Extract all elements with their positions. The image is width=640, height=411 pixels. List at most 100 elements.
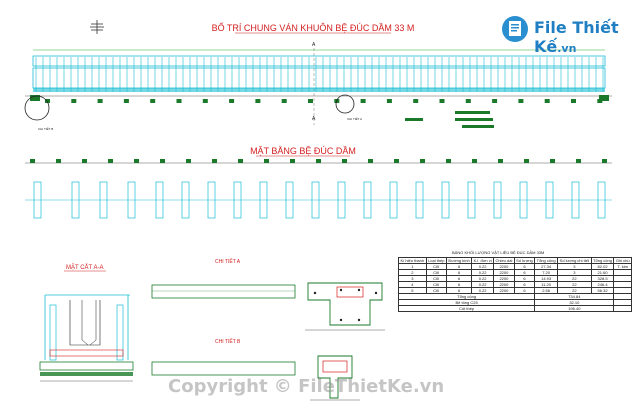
plan-support-block: [394, 159, 399, 163]
support-block: [71, 99, 77, 103]
plan-view: [25, 159, 612, 219]
plan-support-block: [82, 159, 87, 163]
plan-support-block: [186, 159, 191, 163]
support-block: [439, 99, 445, 103]
detail-b-callout-label: CHI TIẾT B: [38, 126, 53, 131]
support-block: [202, 99, 208, 103]
plan-pad: [545, 181, 554, 219]
plan-support-block: [212, 159, 217, 163]
plan-pad: [233, 181, 242, 219]
table-cell: Tổng cộng: [534, 257, 558, 264]
plan-support-block: [316, 159, 321, 163]
plan-pad: [493, 181, 502, 219]
total-label: Cốt thép: [397, 305, 536, 312]
support-block: [518, 99, 524, 103]
main-title: BỐ TRÍ CHUNG VÁN KHUÔN BỆ ĐÚC DẦM 33 M: [212, 22, 415, 33]
support-block: [176, 99, 182, 103]
plan-pad: [33, 181, 42, 219]
plan-support-block: [602, 159, 607, 163]
section-title: MẶT CẮT A-A: [66, 263, 103, 271]
site-logo[interactable]: File Thiết Kế.vn: [500, 14, 630, 56]
plan-pad: [415, 181, 424, 219]
table-cell: Chiều dài: [493, 257, 515, 264]
plan-pad: [389, 181, 398, 219]
support-block: [465, 99, 471, 103]
plan-title: MẶT BẰNG BỆ ĐÚC DẦM: [250, 146, 356, 156]
detail-a-callout[interactable]: [335, 94, 355, 114]
total-value: 196.40: [534, 305, 615, 312]
plan-pad: [71, 181, 80, 219]
logo-brand: File Thiết Kế: [534, 18, 619, 56]
table-cell: Số lượng: [513, 257, 536, 264]
logo-mark-icon: [502, 16, 528, 42]
support-block: [123, 99, 129, 103]
detail-a-section: [305, 282, 385, 331]
plan-pad: [337, 181, 346, 219]
plan-support-block: [134, 159, 139, 163]
elevation-notes: [405, 111, 494, 128]
table-cell: Số lượng chi tiết: [557, 257, 592, 264]
schedule-title: BẢNG KHỐI LƯỢNG VẬT LIỆU BỆ ĐÚC DẦM 33M: [452, 250, 545, 255]
detail-b-plank: [151, 361, 296, 376]
table-cell: Đường kính: [445, 257, 473, 264]
plan-pad: [311, 181, 320, 219]
plan-pad: [519, 181, 528, 219]
support-block: [386, 99, 392, 103]
plan-support-block: [30, 159, 35, 163]
table-cell: K.l. đơn vị: [471, 257, 495, 264]
plan-support-block: [290, 159, 295, 163]
section-a-marker-bottom: A: [312, 116, 316, 122]
support-block: [413, 99, 419, 103]
support-block: [281, 99, 287, 103]
detail-b-title: CHI TIẾT B: [215, 338, 241, 345]
support-block: [571, 99, 576, 103]
detail-b-section: [310, 355, 360, 401]
copyright-watermark: Copyright © FileThietKe.vn: [168, 376, 445, 397]
section-a-marker-top: A: [312, 42, 316, 48]
detail-a-callout-label: CHI TIẾT A: [347, 116, 362, 121]
support-block: [97, 99, 103, 103]
plan-support-block: [446, 159, 451, 163]
plan-pad: [467, 181, 476, 219]
support-block: [45, 99, 50, 103]
plan-support-block: [342, 159, 347, 163]
table-cell: Tổng cộng: [590, 257, 615, 264]
logo-tld: .vn: [557, 42, 577, 55]
support-block: [150, 99, 156, 103]
support-block: [229, 99, 235, 103]
plan-pad: [99, 181, 108, 219]
plan-pad: [127, 181, 136, 219]
plan-pad: [155, 181, 164, 219]
table-cell: Loại thép: [425, 257, 447, 264]
plan-support-block: [498, 159, 503, 163]
plan-support-block: [368, 159, 373, 163]
move-cursor-icon[interactable]: [90, 20, 104, 34]
support-block: [360, 99, 366, 103]
plan-support-block: [264, 159, 269, 163]
support-block: [255, 99, 261, 103]
plan-support-block: [420, 159, 425, 163]
section-aa-drawing: [39, 294, 134, 382]
plan-support-block: [524, 159, 529, 163]
detail-a-plank-top: [151, 284, 296, 299]
plan-support-block: [550, 159, 555, 163]
total-note: [613, 305, 632, 312]
table-cell: Kí hiệu thanh: [398, 257, 427, 264]
plan-support-block: [108, 159, 113, 163]
plan-support-block: [160, 159, 165, 163]
detail-b-callout[interactable]: [24, 95, 50, 121]
plan-pad: [207, 181, 216, 219]
plan-pad: [259, 181, 268, 219]
support-block: [492, 99, 498, 103]
plan-pad: [441, 181, 450, 219]
plan-pad: [363, 181, 372, 219]
plan-pad: [181, 181, 190, 219]
support-block: [544, 99, 550, 103]
table-cell: Ghi chú: [613, 257, 632, 264]
plan-pad: [597, 181, 606, 219]
